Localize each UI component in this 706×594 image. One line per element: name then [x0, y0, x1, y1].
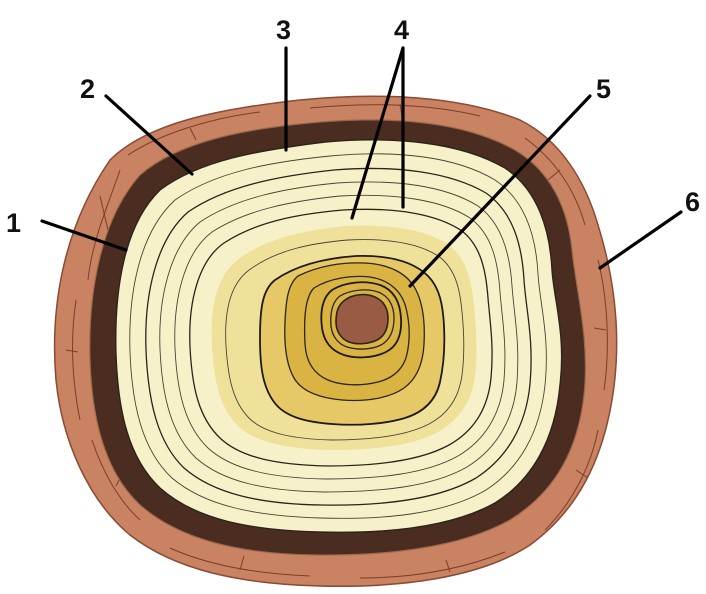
callout-label-4: 4 [394, 15, 409, 45]
callout-label-3: 3 [276, 15, 291, 45]
callout-label-5: 5 [596, 74, 611, 104]
callout-label-6: 6 [685, 187, 700, 217]
callout-label-2: 2 [80, 74, 95, 104]
callout-label-1: 1 [6, 208, 21, 238]
pith [336, 295, 388, 344]
leader-line-6 [600, 212, 681, 268]
